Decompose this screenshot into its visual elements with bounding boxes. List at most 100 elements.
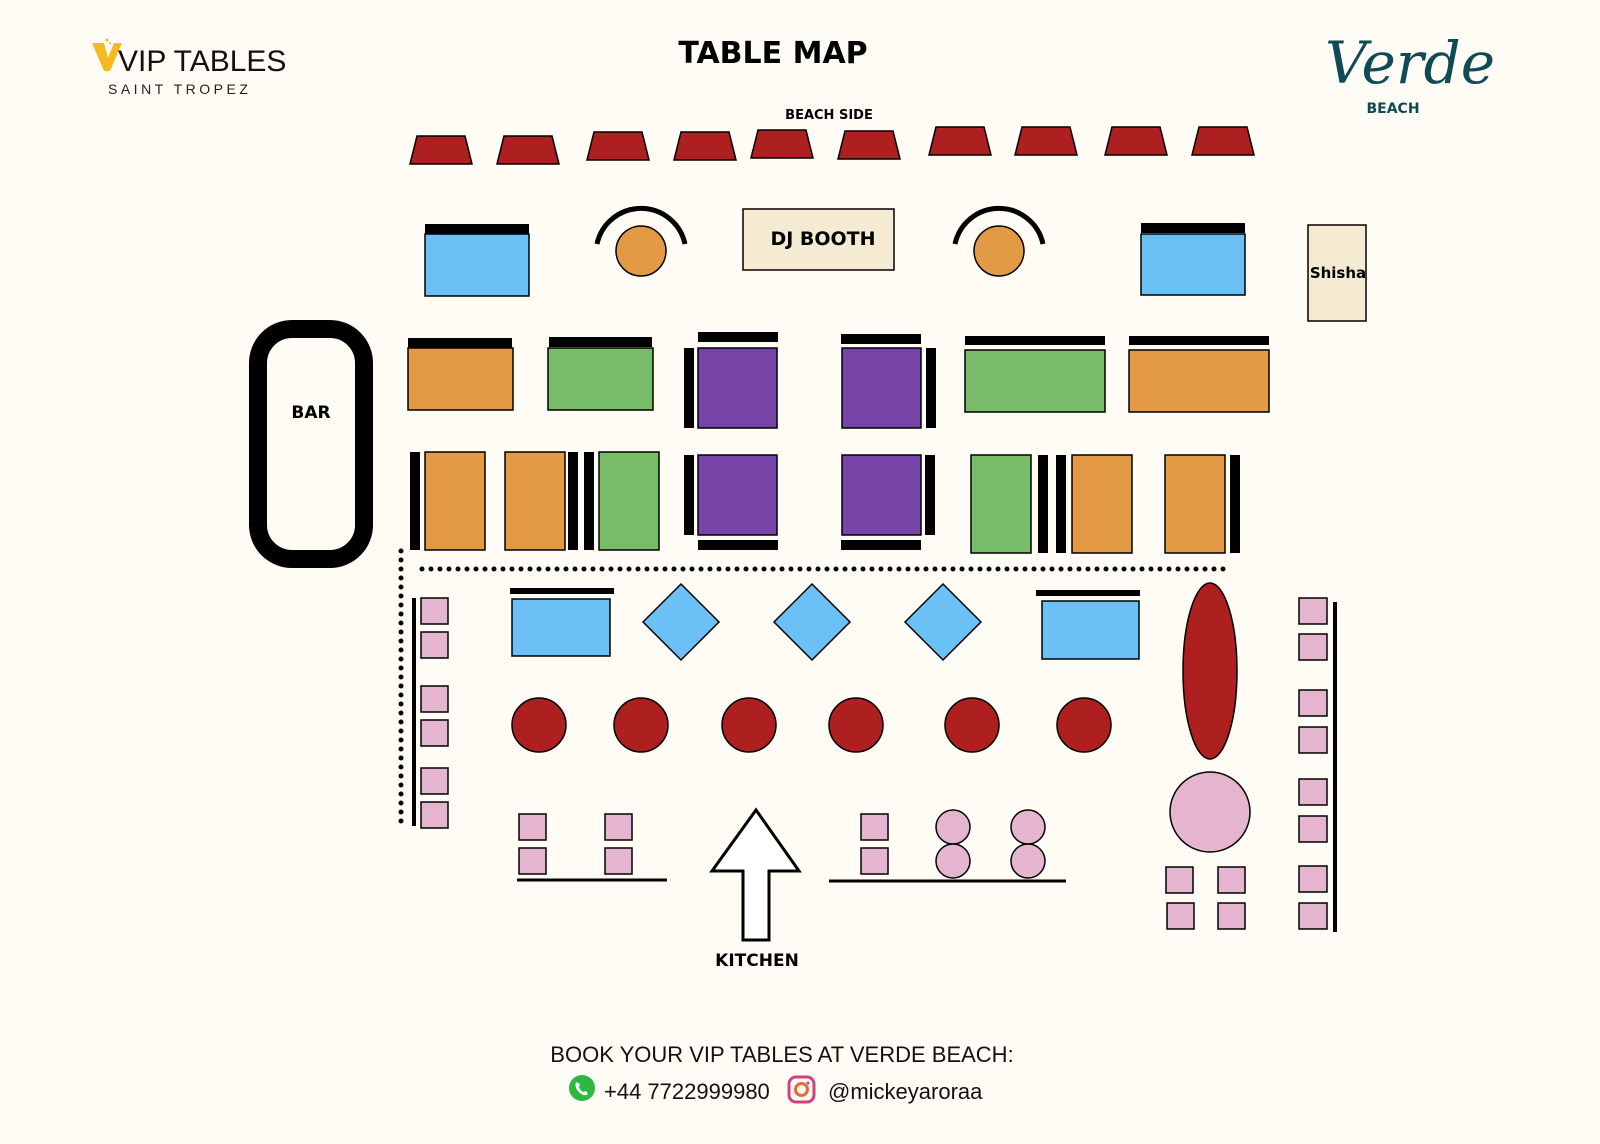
pink-round-stool-table[interactable]: [935, 809, 971, 845]
orange-table[interactable]: [1071, 454, 1133, 554]
pink-stool-table[interactable]: [1217, 866, 1246, 894]
verde-logo-text: Verde: [1325, 29, 1495, 97]
blue-table[interactable]: [1140, 233, 1246, 296]
pink-stool-table[interactable]: [1298, 865, 1328, 893]
verde-logo-subtitle: BEACH: [1366, 101, 1419, 117]
v-logo-mark: [92, 43, 122, 71]
seating-bench: [410, 452, 420, 550]
seating-bench: [698, 332, 778, 342]
orange-table[interactable]: [1128, 349, 1270, 413]
dj-booth: [742, 208, 895, 271]
pink-stool-table[interactable]: [420, 719, 449, 747]
green-table[interactable]: [970, 454, 1032, 554]
beach-bed-table[interactable]: [1014, 126, 1078, 156]
seating-bench: [1141, 223, 1245, 233]
instagram-icon: [787, 1075, 816, 1104]
orange-table[interactable]: [407, 347, 514, 411]
bar-label: BAR: [291, 403, 330, 423]
purple-table[interactable]: [697, 454, 778, 536]
seating-bench: [1129, 336, 1269, 345]
pink-stool-table[interactable]: [604, 813, 633, 841]
blue-diamond-table[interactable]: [903, 582, 983, 662]
orange-table[interactable]: [504, 451, 566, 551]
page-title: TABLE MAP: [678, 36, 867, 71]
beach-bed-table[interactable]: [1104, 126, 1168, 156]
red-round-table[interactable]: [511, 697, 567, 753]
dj-booth-label: DJ BOOTH: [770, 228, 875, 250]
beach-bed-table[interactable]: [409, 135, 473, 165]
blue-table[interactable]: [424, 233, 530, 297]
pink-stool-table[interactable]: [860, 847, 889, 875]
beach-bed-table[interactable]: [673, 131, 737, 161]
pink-stool-table[interactable]: [1298, 778, 1328, 806]
pink-stool-table[interactable]: [420, 685, 449, 713]
seating-bench: [568, 452, 578, 550]
seating-bench: [425, 224, 529, 234]
pink-round-table[interactable]: [1169, 771, 1251, 853]
blue-diamond-table[interactable]: [772, 582, 852, 662]
bar-counter: [249, 320, 373, 568]
pink-stool-table[interactable]: [860, 813, 889, 841]
pink-round-stool-table[interactable]: [1010, 809, 1046, 845]
pink-stool-table[interactable]: [1165, 866, 1194, 894]
blue-diamond-table[interactable]: [641, 582, 721, 662]
pink-stool-table[interactable]: [420, 631, 449, 659]
purple-table[interactable]: [841, 454, 922, 536]
orange-table[interactable]: [1164, 454, 1226, 554]
seating-bench: [549, 337, 652, 347]
green-table[interactable]: [964, 349, 1106, 413]
kitchen-arrow-icon: [709, 807, 802, 942]
pink-stool-table[interactable]: [1298, 597, 1328, 625]
pink-stool-table[interactable]: [1298, 726, 1328, 754]
seating-bench: [926, 348, 936, 428]
blue-table[interactable]: [1041, 600, 1140, 660]
purple-table[interactable]: [697, 347, 778, 429]
seating-bench: [841, 334, 921, 344]
orange-round-table[interactable]: [615, 225, 667, 277]
seating-bench: [1036, 590, 1140, 596]
orange-round-table[interactable]: [973, 225, 1025, 277]
pink-stool-table[interactable]: [1217, 902, 1246, 930]
beach-bed-table[interactable]: [496, 135, 560, 165]
pink-round-stool-table[interactable]: [1010, 843, 1046, 879]
red-round-table[interactable]: [944, 697, 1000, 753]
red-oval-table[interactable]: [1182, 582, 1238, 760]
pink-stool-table[interactable]: [420, 801, 449, 829]
seating-bench: [1230, 455, 1240, 553]
purple-table[interactable]: [841, 347, 922, 429]
seating-bench: [965, 336, 1105, 345]
pink-stool-table[interactable]: [1298, 689, 1328, 717]
red-round-table[interactable]: [1056, 697, 1112, 753]
beach-bed-table[interactable]: [837, 130, 901, 160]
pink-stool-table[interactable]: [420, 597, 449, 625]
beach-bed-table[interactable]: [750, 129, 814, 159]
green-table[interactable]: [547, 347, 654, 411]
pink-stool-table[interactable]: [1298, 815, 1328, 843]
pink-round-stool-table[interactable]: [935, 843, 971, 879]
logo-brand-text: VIP TABLES: [118, 45, 286, 78]
instagram-handle[interactable]: @mickeyaroraa: [828, 1079, 983, 1104]
green-table[interactable]: [598, 451, 660, 551]
verde-beach-logo: Verde BEACH: [1325, 29, 1495, 117]
pink-stool-table[interactable]: [1298, 633, 1328, 661]
pink-stool-table[interactable]: [518, 847, 547, 875]
phone-number[interactable]: +44 7722999980: [604, 1079, 770, 1104]
pink-stool-table[interactable]: [1298, 902, 1328, 930]
seating-bench: [684, 348, 694, 428]
pink-stool-table[interactable]: [1166, 902, 1195, 930]
beach-bed-table[interactable]: [928, 126, 992, 156]
beach-bed-table[interactable]: [1191, 126, 1255, 156]
seating-bench: [1038, 455, 1048, 553]
pink-stool-table[interactable]: [420, 767, 449, 795]
red-round-table[interactable]: [721, 697, 777, 753]
seating-bench: [408, 338, 512, 348]
red-round-table[interactable]: [828, 697, 884, 753]
red-round-table[interactable]: [613, 697, 669, 753]
pink-stool-table[interactable]: [604, 847, 633, 875]
beach-bed-table[interactable]: [586, 131, 650, 161]
seating-bench: [925, 455, 935, 535]
orange-table[interactable]: [424, 451, 486, 551]
pink-stool-table[interactable]: [518, 813, 547, 841]
blue-table[interactable]: [511, 598, 611, 657]
